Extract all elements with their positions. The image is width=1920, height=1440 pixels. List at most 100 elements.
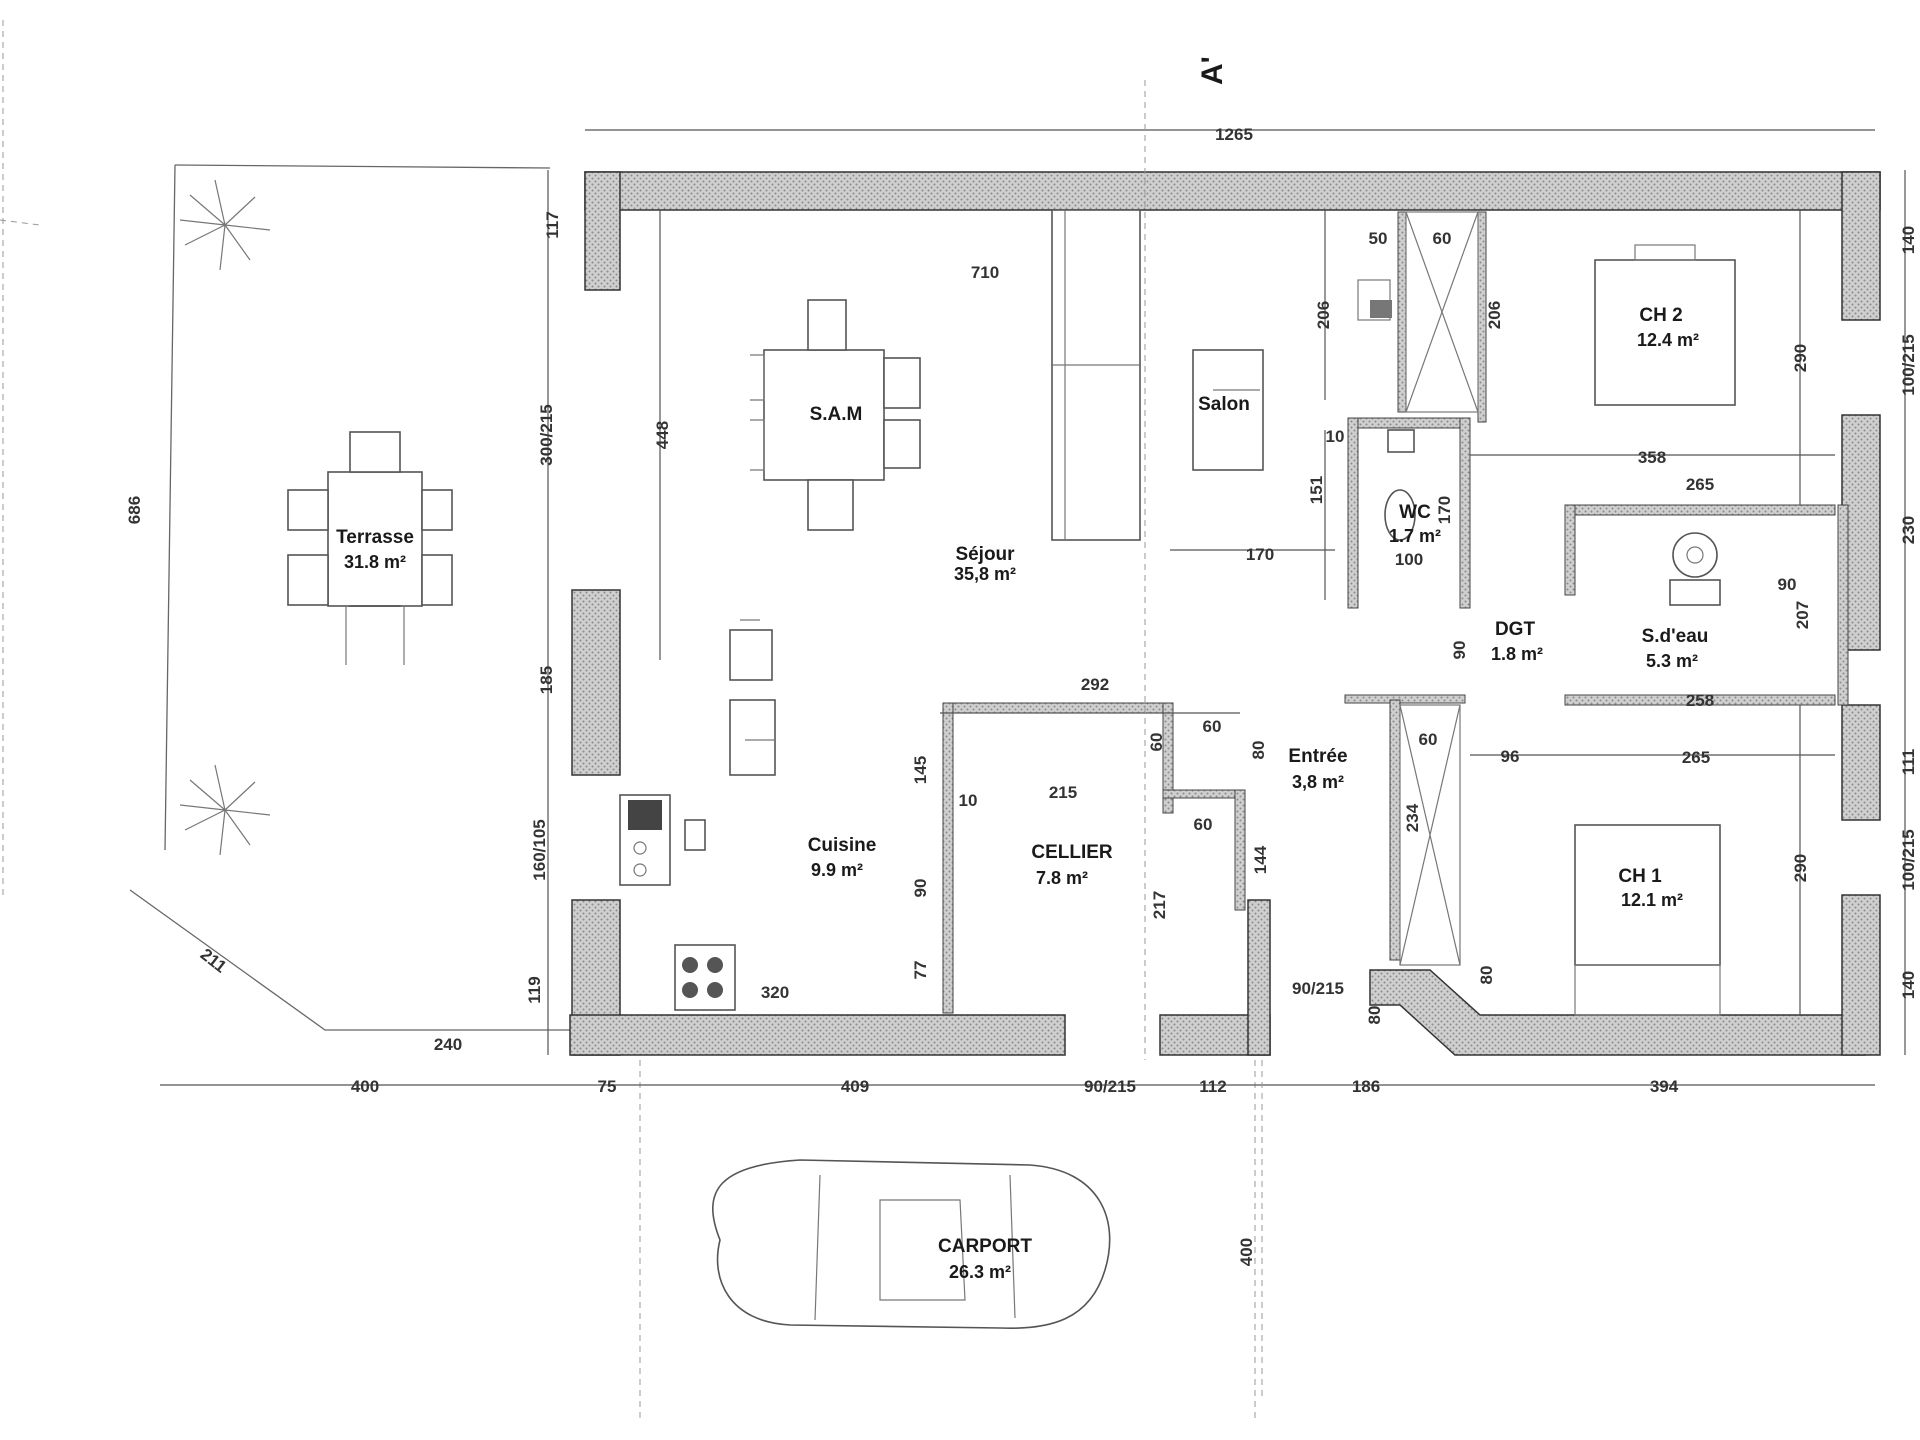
dim-wc-206a: 206 bbox=[1314, 301, 1333, 329]
dim-bottom-186: 186 bbox=[1352, 1077, 1380, 1096]
room-dgt: DGT bbox=[1495, 619, 1536, 640]
room-sejour-area: 35,8 m² bbox=[954, 564, 1016, 584]
room-cellier: CELLIER bbox=[1031, 842, 1113, 863]
dim-cellier-292: 292 bbox=[1081, 675, 1109, 694]
dim-dgt-96: 96 bbox=[1501, 747, 1520, 766]
room-cuisine: Cuisine bbox=[808, 835, 877, 856]
dim-cellier-215: 215 bbox=[1049, 783, 1077, 802]
dim-sejour-width: 710 bbox=[971, 263, 999, 282]
bathroom-fixtures bbox=[1669, 532, 1721, 606]
dim-sde-265: 265 bbox=[1686, 475, 1714, 494]
dim-cellier-90: 90 bbox=[911, 879, 930, 898]
dim-cellier-60b: 60 bbox=[1147, 733, 1166, 752]
room-dgt-area: 1.8 m² bbox=[1491, 644, 1543, 664]
dim-right-230: 230 bbox=[1899, 516, 1918, 544]
dim-dgt-60: 60 bbox=[1419, 730, 1438, 749]
dim-left-117: 117 bbox=[543, 211, 562, 238]
dim-left-300-215: 300/215 bbox=[537, 404, 556, 465]
dim-bottom-75: 75 bbox=[598, 1077, 617, 1096]
interior-walls bbox=[942, 211, 1849, 1014]
dim-ch2-290: 290 bbox=[1791, 344, 1810, 372]
dim-ch2-358: 358 bbox=[1638, 448, 1666, 467]
dim-right-140a: 140 bbox=[1899, 226, 1918, 254]
carport-car bbox=[639, 1060, 1256, 1420]
room-terrasse-area: 31.8 m² bbox=[344, 552, 406, 572]
wardrobe-top bbox=[1405, 211, 1479, 413]
dim-bottom-90-215: 90/215 bbox=[1084, 1077, 1136, 1096]
room-ch1: CH 1 bbox=[1618, 866, 1662, 887]
room-carport: CARPORT bbox=[938, 1236, 1032, 1257]
room-sdeau: S.d'eau bbox=[1642, 626, 1709, 647]
dim-right-100-215a: 100/215 bbox=[1899, 334, 1918, 395]
terrace-area bbox=[0, 20, 570, 1031]
dim-dgt-90: 90 bbox=[1450, 641, 1469, 660]
sofa bbox=[1051, 209, 1264, 541]
dim-cellier-217: 217 bbox=[1150, 891, 1169, 919]
dim-left-185: 185 bbox=[537, 666, 556, 694]
dim-sde-90: 90 bbox=[1778, 575, 1797, 594]
wc-fixtures bbox=[1357, 279, 1416, 541]
dim-entree-90-215: 90/215 bbox=[1292, 979, 1344, 998]
dim-wc-170: 170 bbox=[1435, 496, 1454, 524]
dim-bottom-112: 112 bbox=[1199, 1077, 1226, 1096]
bed-ch1 bbox=[1574, 824, 1721, 1016]
dim-cellier-60c: 60 bbox=[1194, 815, 1213, 834]
dim-ch1-290: 290 bbox=[1791, 854, 1810, 882]
dim-bottom-394: 394 bbox=[1650, 1077, 1679, 1096]
dim-cellier-77: 77 bbox=[911, 961, 930, 980]
room-cuisine-area: 9.9 m² bbox=[811, 860, 863, 880]
room-sejour: Séjour bbox=[955, 544, 1015, 565]
dim-ch1-265: 265 bbox=[1682, 748, 1710, 767]
dim-cellier-10: 10 bbox=[959, 791, 978, 810]
dim-entree-144: 144 bbox=[1251, 845, 1270, 874]
room-ch1-area: 12.1 m² bbox=[1621, 890, 1683, 910]
room-sdeau-area: 5.3 m² bbox=[1646, 651, 1698, 671]
kitchen-fixtures bbox=[619, 619, 776, 1011]
dim-terrasse-depth: 686 bbox=[125, 496, 144, 524]
dim-overall-top: 1265 bbox=[1215, 125, 1253, 144]
room-terrasse: Terrasse bbox=[336, 527, 414, 548]
dim-terrace-211: 211 bbox=[197, 945, 230, 977]
dim-left-119: 119 bbox=[525, 976, 544, 1003]
dim-salon-170: 170 bbox=[1246, 545, 1274, 564]
dimension-lines bbox=[160, 80, 1906, 1400]
wardrobe-bottom bbox=[1399, 704, 1461, 966]
dim-cuisine-320: 320 bbox=[761, 983, 789, 1002]
dim-ch1-234: 234 bbox=[1403, 803, 1422, 832]
plant-top bbox=[179, 179, 271, 271]
dim-right-100-215b: 100/215 bbox=[1899, 829, 1918, 890]
dim-bottom-400: 400 bbox=[351, 1077, 379, 1096]
room-ch2-area: 12.4 m² bbox=[1637, 330, 1699, 350]
dim-wc-151: 151 bbox=[1307, 476, 1326, 504]
dim-wc-100: 100 bbox=[1395, 550, 1423, 569]
bed-ch2 bbox=[1594, 244, 1736, 406]
dimension-labels-vertical: 686 117 300/215 185 160/105 119 448 145 … bbox=[125, 211, 1918, 1266]
room-carport-area: 26.3 m² bbox=[949, 1262, 1011, 1282]
dim-left-160-105: 160/105 bbox=[530, 819, 549, 880]
dim-top-60: 60 bbox=[1433, 229, 1452, 248]
dining-set bbox=[750, 299, 921, 531]
exterior-walls bbox=[569, 171, 1881, 1056]
room-ch2: CH 2 bbox=[1639, 305, 1682, 326]
dim-sde-207: 207 bbox=[1793, 601, 1812, 629]
section-marker: A' bbox=[1196, 56, 1229, 85]
dim-top-50: 50 bbox=[1369, 229, 1388, 248]
room-wc: WC bbox=[1399, 502, 1431, 523]
dim-wc-10: 10 bbox=[1326, 427, 1345, 446]
dim-entree-80b: 80 bbox=[1365, 1006, 1384, 1025]
dim-wc-206b: 206 bbox=[1485, 301, 1504, 329]
dim-right-140b: 140 bbox=[1899, 971, 1918, 999]
dim-right-111: 111 bbox=[1899, 749, 1918, 776]
dim-entree-80: 80 bbox=[1249, 741, 1268, 760]
dim-sde-258: 258 bbox=[1686, 691, 1714, 710]
dim-sejour-depth: 448 bbox=[653, 421, 672, 449]
dim-bottom-409: 409 bbox=[841, 1077, 869, 1096]
dim-cellier-145: 145 bbox=[911, 756, 930, 784]
dim-cellier-60a: 60 bbox=[1203, 717, 1222, 736]
terrace-table bbox=[287, 431, 453, 665]
room-entree-area: 3,8 m² bbox=[1292, 772, 1344, 792]
plant-bottom bbox=[179, 764, 271, 856]
room-wc-area: 1.7 m² bbox=[1389, 526, 1441, 546]
dimension-labels: 1265 710 400 75 409 90/215 112 186 394 2… bbox=[197, 125, 1797, 1096]
dim-carport-400: 400 bbox=[1237, 1238, 1256, 1266]
